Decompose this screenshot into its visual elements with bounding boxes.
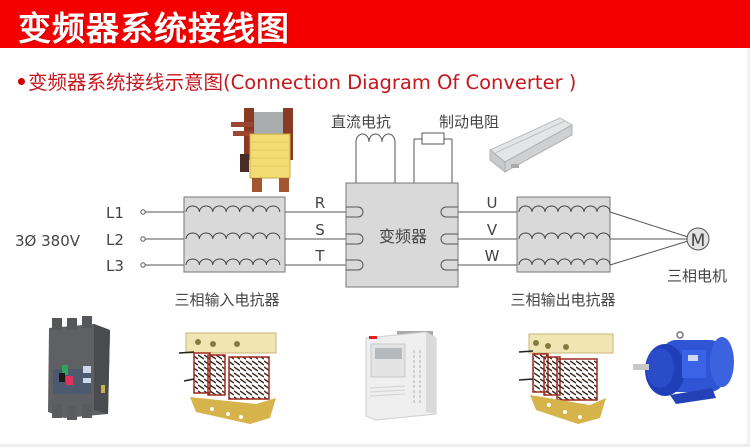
- motor-wires: [609, 211, 689, 266]
- line-label-l3: L3: [106, 257, 124, 275]
- header-banner: 变频器系统接线图: [0, 0, 750, 48]
- frame-edge: [747, 48, 750, 447]
- output-reactor-label: 三相输出电抗器: [510, 291, 615, 309]
- brake-resistor-photo: [489, 117, 574, 174]
- terminal-l3-icon: [140, 262, 146, 268]
- motor-label: 三相电机: [667, 267, 727, 285]
- input-reactor-label: 三相输入电抗器: [174, 291, 279, 309]
- motor-symbol-text: M: [691, 231, 706, 251]
- dc-reactor-label: 直流电抗: [331, 113, 391, 131]
- terminal-t-icon: [346, 259, 364, 271]
- output-reactor: [516, 196, 611, 273]
- brake-resistor-icon: [489, 117, 574, 174]
- coil-icon: [518, 205, 611, 213]
- dc-reactor-photo: [231, 108, 293, 192]
- terminal-l1-icon: [140, 209, 146, 215]
- rst-wires: [285, 211, 348, 266]
- subtitle-text: 变频器系统接线示意图(Connection Diagram Of Convert…: [28, 71, 577, 94]
- circuit-breaker-photo: [48, 316, 110, 420]
- three-phase-reactor-icon: [518, 333, 614, 424]
- supply-voltage-label: 3Ø 380V: [15, 232, 81, 250]
- coil-icon: [185, 205, 281, 213]
- terminal-v-icon: [440, 233, 458, 245]
- frame-bottom-edge: [0, 444, 750, 447]
- dc-reactor-symbol: [355, 133, 396, 183]
- phase-label-v: V: [487, 221, 498, 239]
- motor-photo: [633, 331, 734, 404]
- diagram-subtitle: 变频器系统接线示意图(Connection Diagram Of Convert…: [18, 66, 576, 95]
- coil-icon: [185, 232, 281, 240]
- coil-icon: [518, 258, 611, 266]
- phase-label-s: S: [315, 221, 325, 239]
- phase-label-t: T: [314, 247, 325, 265]
- coil-icon: [518, 232, 611, 240]
- line-label-l2: L2: [106, 231, 124, 249]
- terminal-u-icon: [440, 206, 458, 218]
- dc-reactor-icon: [231, 108, 293, 192]
- input-reactor-photo: [178, 332, 277, 424]
- phase-label-u: U: [487, 194, 498, 212]
- converter-label: 变频器: [379, 227, 427, 246]
- phase-label-w: W: [485, 247, 500, 265]
- inductor-icon: [355, 133, 396, 143]
- terminal-s-icon: [346, 233, 364, 245]
- electric-motor-icon: [633, 331, 734, 404]
- converter-block: [345, 182, 459, 288]
- converter-photo: [365, 331, 437, 421]
- inverter-icon: [365, 331, 437, 421]
- motor-symbol-icon: [686, 227, 710, 251]
- terminal-r-icon: [346, 206, 364, 218]
- coil-icon: [185, 258, 281, 266]
- terminal-l2-icon: [140, 236, 146, 242]
- input-reactor: [183, 196, 286, 273]
- terminal-w-icon: [440, 259, 458, 271]
- brake-resistor-label: 制动电阻: [439, 113, 499, 131]
- line-label-l1: L1: [106, 204, 124, 222]
- circuit-breaker-icon: [48, 316, 110, 420]
- page-title: 变频器系统接线图: [18, 9, 290, 48]
- resistor-icon: [421, 132, 445, 145]
- three-phase-reactor-icon: [178, 332, 277, 424]
- bullet-icon: [18, 78, 25, 85]
- uvw-wires: [458, 211, 518, 266]
- input-wires: [140, 209, 184, 268]
- brake-resistor-symbol: [413, 132, 453, 183]
- phase-label-r: R: [315, 194, 325, 212]
- output-reactor-photo: [518, 333, 614, 424]
